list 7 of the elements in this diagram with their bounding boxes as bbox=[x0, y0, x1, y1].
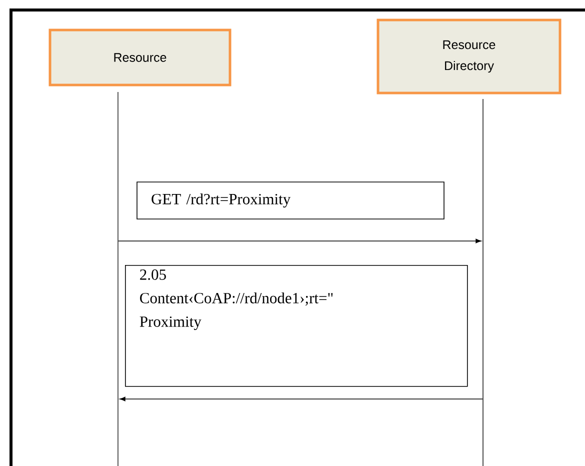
message-arrow bbox=[118, 238, 482, 244]
participant-box: Resource Directory bbox=[376, 18, 562, 94]
participant-box: Resource bbox=[48, 28, 232, 86]
message-box: GET /rd?rt=Proximity bbox=[136, 182, 444, 220]
lifeline bbox=[482, 98, 484, 466]
message-arrow bbox=[120, 396, 484, 402]
message-box: 2.05 Content‹CoAP://rd/node1›;rt=" Proximity bbox=[125, 265, 468, 387]
